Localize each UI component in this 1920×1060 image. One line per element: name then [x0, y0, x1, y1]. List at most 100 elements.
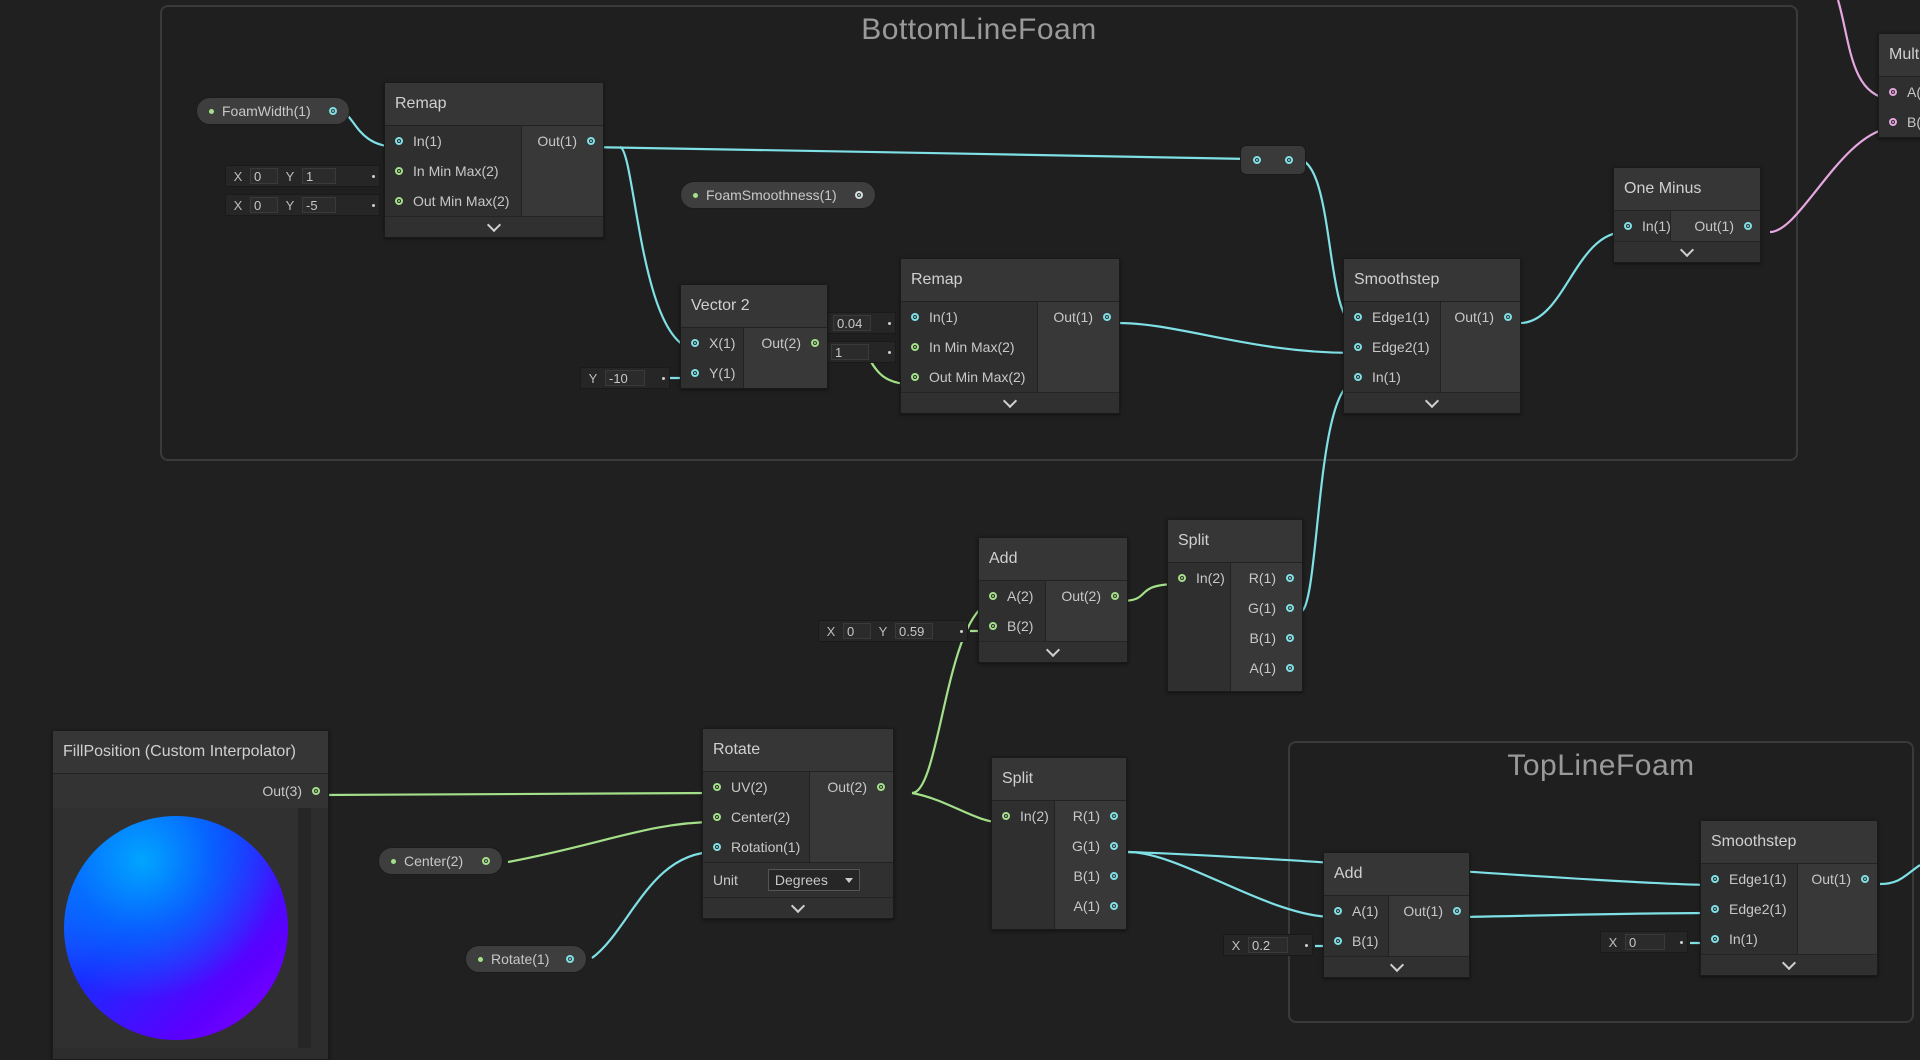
reroute-output-port[interactable] — [1285, 156, 1293, 164]
node-remap-2[interactable]: Remap In(1) In Min Max(2) Out Min Max(2)… — [900, 258, 1120, 414]
output-port-b[interactable]: B(1) — [1055, 861, 1126, 891]
output-port[interactable] — [482, 857, 490, 865]
field-y-value[interactable]: 1 — [302, 168, 336, 184]
node-fillposition[interactable]: FillPosition (Custom Interpolator) Out(3… — [52, 730, 329, 1060]
output-port-out[interactable]: Out(2) — [810, 772, 893, 802]
output-port-r[interactable]: R(1) — [1231, 563, 1302, 593]
output-port-g[interactable]: G(1) — [1055, 831, 1126, 861]
input-port-edge2[interactable]: Edge2(1) — [1344, 332, 1440, 362]
output-port-out[interactable]: Out(1) — [522, 126, 603, 156]
input-port-uv[interactable]: UV(2) — [703, 772, 809, 802]
node-collapse-toggle[interactable] — [1344, 392, 1520, 413]
output-port-b[interactable]: B(1) — [1231, 623, 1302, 653]
field-vector2-y[interactable]: Y -10 — [580, 367, 670, 389]
node-title[interactable]: Add — [979, 538, 1127, 581]
output-port[interactable] — [855, 191, 863, 199]
input-port-edge1[interactable]: Edge1(1) — [1344, 302, 1440, 332]
node-remap-1[interactable]: Remap In(1) In Min Max(2) Out Min Max(2)… — [384, 82, 604, 238]
property-rotate[interactable]: Rotate(1) — [465, 945, 587, 973]
field-x-value[interactable]: 0 — [250, 168, 278, 184]
node-title[interactable]: Split — [1168, 520, 1302, 563]
input-port-in[interactable]: In(1) — [1614, 211, 1671, 241]
output-port-out[interactable]: Out(1) — [1798, 864, 1877, 894]
property-center[interactable]: Center(2) — [378, 847, 503, 875]
reroute-input-port[interactable] — [1253, 156, 1261, 164]
field-y-value[interactable]: 0.59 — [895, 623, 933, 639]
input-port-b[interactable]: B(2) — [979, 611, 1045, 641]
input-port-y[interactable]: Y(1) — [681, 358, 743, 388]
field-remap2-inminmax-x[interactable]: X 0.04 — [808, 312, 896, 334]
field-remap1-inminmax[interactable]: X 0 Y 1 — [225, 165, 380, 187]
input-port-outminmax[interactable]: Out Min Max(2) — [385, 186, 521, 216]
field-x-value[interactable]: 0 — [843, 623, 871, 639]
input-port-in[interactable]: In(1) — [1701, 924, 1797, 954]
field-value[interactable]: 0 — [1625, 934, 1665, 950]
node-collapse-toggle[interactable] — [703, 897, 893, 918]
output-port-g[interactable]: G(1) — [1231, 593, 1302, 623]
node-title[interactable]: Multi — [1879, 34, 1920, 77]
reroute-node[interactable] — [1240, 145, 1306, 175]
output-port-out[interactable]: Out(1) — [1389, 896, 1469, 926]
node-multiply[interactable]: Multi A( B( — [1878, 33, 1920, 138]
input-port-b[interactable]: B(1) — [1324, 926, 1388, 956]
unit-dropdown[interactable]: Degrees — [767, 869, 860, 891]
node-title[interactable]: Split — [992, 758, 1126, 801]
node-title[interactable]: Remap — [385, 83, 603, 126]
field-smoothstep2-in[interactable]: X 0 — [1600, 931, 1688, 953]
input-port-in[interactable]: In(2) — [1168, 563, 1230, 593]
node-collapse-toggle[interactable] — [1324, 956, 1469, 977]
node-title[interactable]: One Minus — [1614, 168, 1760, 211]
output-port-a[interactable]: A(1) — [1055, 891, 1126, 921]
field-value[interactable]: 1 — [831, 344, 869, 360]
input-port-inminmax[interactable]: In Min Max(2) — [901, 332, 1037, 362]
node-collapse-toggle[interactable] — [385, 216, 603, 237]
input-port-center[interactable]: Center(2) — [703, 802, 809, 832]
node-add-1[interactable]: Add A(2) B(2) Out(2) — [978, 537, 1128, 663]
node-split-1[interactable]: Split In(2) R(1) G(1) B(1) A(1) — [1167, 519, 1303, 692]
node-add-2[interactable]: Add A(1) B(1) Out(1) — [1323, 852, 1470, 978]
node-smoothstep-2[interactable]: Smoothstep Edge1(1) Edge2(1) In(1) Out(1… — [1700, 820, 1878, 976]
node-rotate[interactable]: Rotate UV(2) Center(2) Rotation(1) Out(2… — [702, 728, 894, 919]
property-foamsmoothness[interactable]: FoamSmoothness(1) — [680, 181, 876, 209]
node-title[interactable]: FillPosition (Custom Interpolator) — [53, 731, 328, 774]
node-split-2[interactable]: Split In(2) R(1) G(1) B(1) A(1) — [991, 757, 1127, 930]
node-collapse-toggle[interactable] — [901, 392, 1119, 413]
property-foamwidth[interactable]: FoamWidth(1) — [196, 97, 350, 125]
input-port-in[interactable]: In(1) — [385, 126, 521, 156]
node-smoothstep-1[interactable]: Smoothstep Edge1(1) Edge2(1) In(1) Out(1… — [1343, 258, 1521, 414]
input-port-in[interactable]: In(1) — [901, 302, 1037, 332]
field-x-value[interactable]: 0 — [250, 197, 278, 213]
node-title[interactable]: Add — [1324, 853, 1469, 896]
output-port-out[interactable]: Out(3) — [53, 774, 328, 808]
output-port[interactable] — [566, 955, 574, 963]
node-collapse-toggle[interactable] — [979, 641, 1127, 662]
node-vector2[interactable]: Vector 2 X(1) Y(1) Out(2) — [680, 284, 828, 389]
output-port[interactable] — [329, 107, 337, 115]
input-port-b[interactable]: B( — [1879, 107, 1920, 137]
node-title[interactable]: Remap — [901, 259, 1119, 302]
input-port-inminmax[interactable]: In Min Max(2) — [385, 156, 521, 186]
node-title[interactable]: Smoothstep — [1701, 821, 1877, 864]
field-remap2-inminmax-y[interactable]: 1 — [826, 341, 896, 363]
field-remap1-outminmax[interactable]: X 0 Y -5 — [225, 194, 380, 216]
input-port-rotation[interactable]: Rotation(1) — [703, 832, 809, 862]
node-collapse-toggle[interactable] — [1614, 241, 1760, 262]
field-add1-b[interactable]: X 0 Y 0.59 — [818, 620, 968, 642]
input-port-edge2[interactable]: Edge2(1) — [1701, 894, 1797, 924]
output-port-out[interactable]: Out(1) — [1441, 302, 1520, 332]
input-port-a[interactable]: A(1) — [1324, 896, 1388, 926]
node-title[interactable]: Smoothstep — [1344, 259, 1520, 302]
field-value[interactable]: 0.2 — [1248, 937, 1288, 953]
output-port-r[interactable]: R(1) — [1055, 801, 1126, 831]
node-one-minus[interactable]: One Minus In(1) Out(1) — [1613, 167, 1761, 263]
input-port-x[interactable]: X(1) — [681, 328, 743, 358]
input-port-a[interactable]: A(2) — [979, 581, 1045, 611]
input-port-in[interactable]: In(1) — [1344, 362, 1440, 392]
field-y-value[interactable]: -5 — [302, 197, 336, 213]
output-port-out[interactable]: Out(1) — [1671, 211, 1760, 241]
field-value[interactable]: -10 — [605, 370, 645, 386]
output-port-out[interactable]: Out(2) — [1046, 581, 1127, 611]
field-add2-b[interactable]: X 0.2 — [1223, 934, 1313, 956]
group-title[interactable]: BottomLineFoam — [861, 13, 1097, 46]
input-port-in[interactable]: In(2) — [992, 801, 1054, 831]
